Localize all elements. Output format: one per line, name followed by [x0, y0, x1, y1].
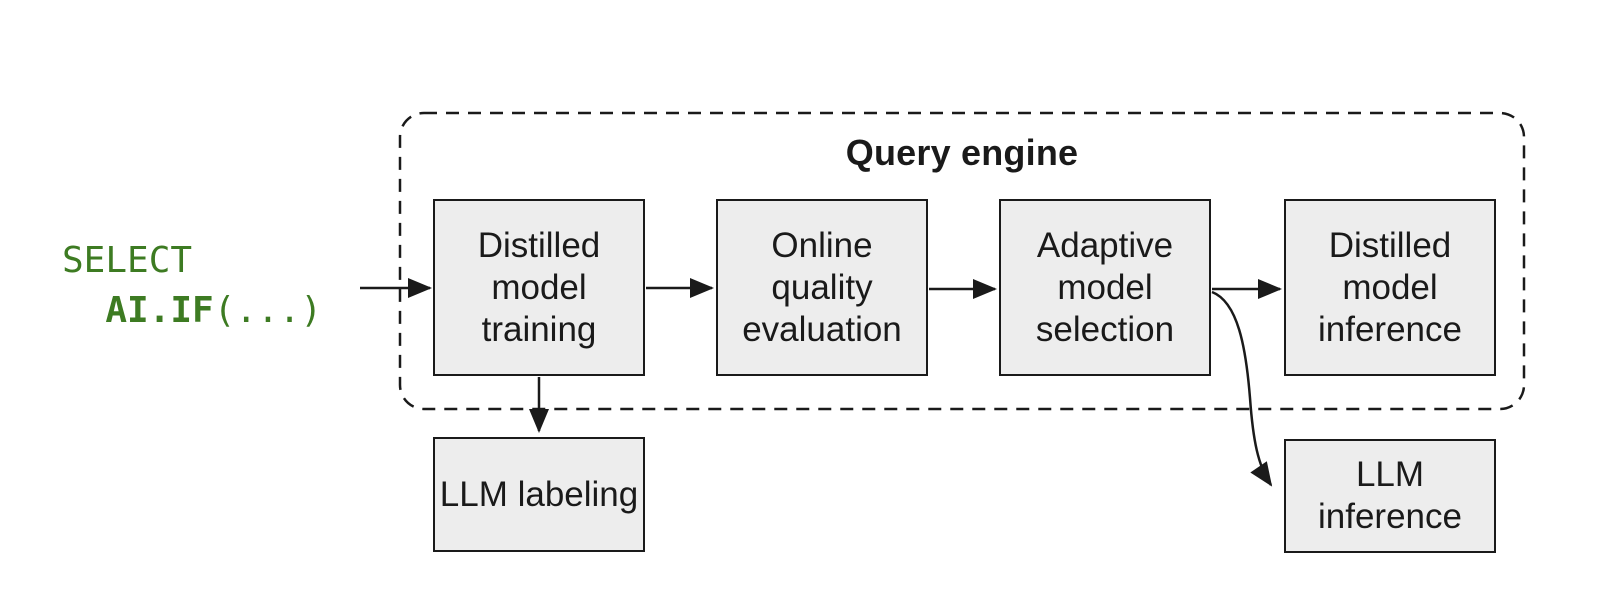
sql-indent [62, 290, 105, 331]
node-label: LLM inference [1318, 455, 1462, 536]
node-label: Online quality evaluation [742, 225, 902, 349]
node-llm-labeling: LLM labeling [433, 437, 645, 552]
node-distilled-model-inference: Distilled model inference [1284, 199, 1496, 376]
sql-ai-if-function: AI.IF [105, 290, 214, 331]
sql-function-args: (...) [213, 290, 323, 331]
node-online-quality-evaluation: Online quality evaluation [716, 199, 928, 376]
query-engine-title: Query engine [845, 132, 1079, 173]
node-distilled-model-training: Distilled model training [433, 199, 645, 376]
sql-select-keyword: SELECT [62, 240, 193, 281]
sql-query-snippet: SELECT AI.IF(...) [62, 236, 322, 336]
node-label: Distilled model training [477, 225, 601, 349]
node-label: Distilled model inference [1318, 225, 1462, 349]
query-engine-boundary [398, 111, 1526, 411]
node-adaptive-model-selection: Adaptive model selection [999, 199, 1211, 376]
arrow-selection-to-llm-inference [1211, 290, 1273, 487]
node-label: LLM labeling [439, 474, 639, 514]
node-label: Adaptive model selection [1035, 225, 1175, 349]
node-llm-inference: LLM inference [1284, 439, 1496, 553]
